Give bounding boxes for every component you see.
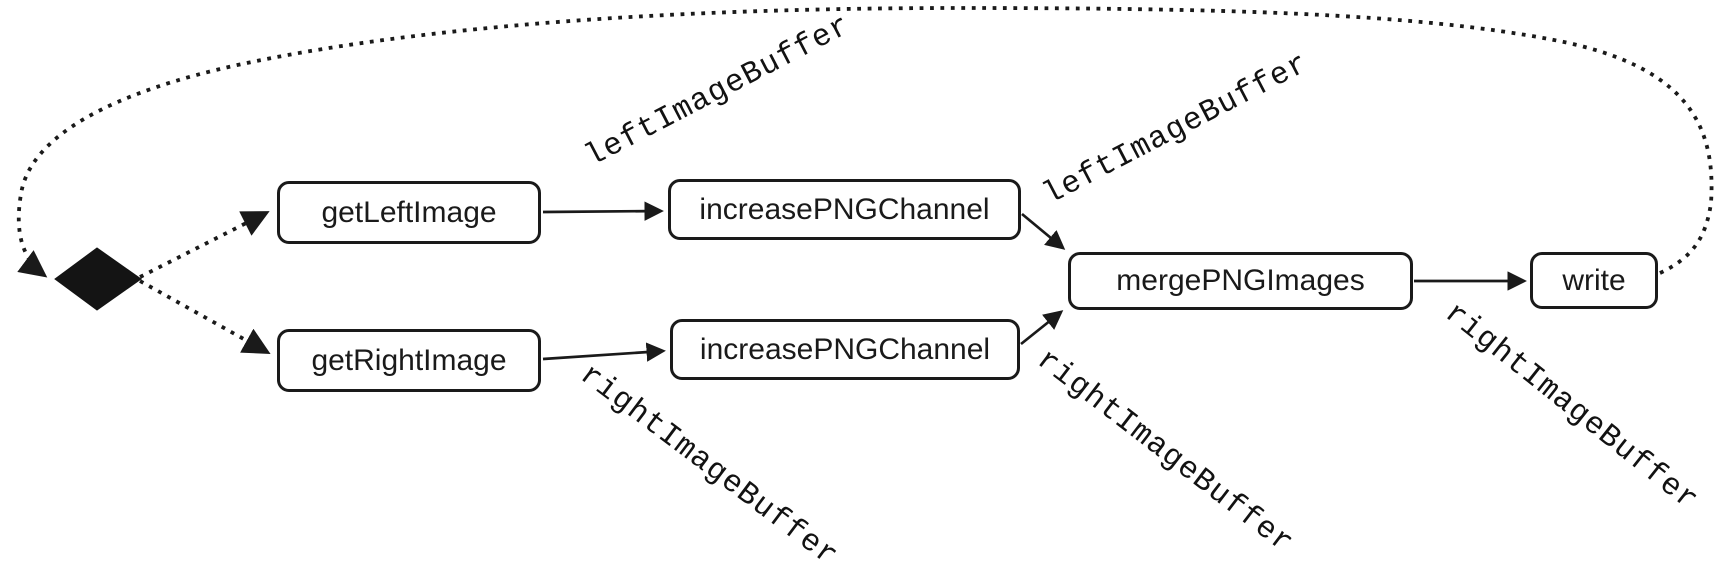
edge-getleftimage-to-increasepngchannel [542, 201, 664, 221]
edge-increasepngchannel-bottom-to-mergepngimages [1020, 310, 1064, 346]
node-label: getRightImage [311, 343, 507, 377]
node-label: write [1562, 263, 1626, 297]
start-diamond-icon [54, 247, 142, 311]
edge-getrightimage-to-increasepngchannel [542, 342, 666, 362]
edge-write-to-start [16, 6, 1714, 278]
node-label: increasePNGChannel [699, 192, 990, 226]
edge-start-to-getrightimage [139, 279, 271, 355]
node-label: getLeftImage [321, 195, 497, 229]
node-increasepngchannel-bottom: increasePNGChannel [670, 319, 1020, 380]
node-write: write [1530, 252, 1658, 309]
node-label: increasePNGChannel [699, 332, 991, 366]
node-getleftimage: getLeftImage [277, 181, 541, 244]
edge-increasepngchannel-top-to-mergepngimages [1021, 212, 1066, 250]
node-getrightimage: getRightImage [277, 329, 541, 392]
node-mergepngimages: mergePNGImages [1068, 252, 1413, 310]
node-label: mergePNGImages [1116, 264, 1365, 297]
edge-start-to-getleftimage [139, 211, 270, 279]
node-increasepngchannel-top: increasePNGChannel [668, 179, 1021, 240]
